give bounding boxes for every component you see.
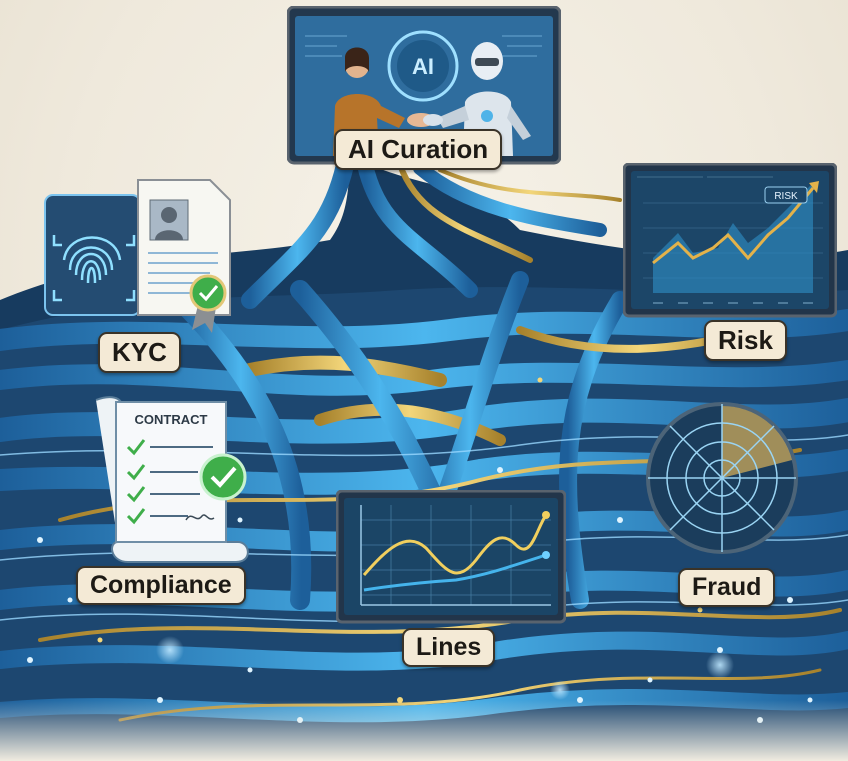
contract-heading: CONTRACT: [135, 412, 208, 427]
fingerprint-icon: [52, 235, 136, 302]
ai-badge-text: AI: [412, 54, 434, 79]
approval-badge: [199, 453, 247, 501]
lines-blue-series: [363, 553, 547, 592]
checkmark-icon: [126, 439, 146, 525]
ai-curation-screen: AI: [287, 6, 561, 165]
label-kyc: KYC: [98, 332, 181, 373]
label-risk: Risk: [704, 320, 787, 361]
handshake-icon: [407, 113, 443, 127]
kyc-illustration: [44, 179, 231, 333]
lines-chart-screen: [336, 490, 566, 624]
risk-chart-screen: RISK: [623, 163, 837, 318]
risk-chart-title: RISK: [774, 191, 798, 202]
compliance-contract: CONTRACT: [95, 396, 249, 563]
label-lines: Lines: [402, 628, 496, 667]
ai-badge-ring: [387, 30, 459, 102]
radar-icon: [646, 402, 798, 554]
label-compliance: Compliance: [76, 566, 246, 605]
lines-gold-series: [362, 514, 548, 576]
label-ai-curation: AI Curation: [334, 129, 503, 170]
signature-icon: [185, 514, 215, 521]
award-seal-icon: [189, 274, 227, 333]
risk-trend-line: [652, 187, 815, 265]
label-fraud: Fraud: [678, 568, 776, 607]
arrow-up-icon: [809, 181, 819, 193]
